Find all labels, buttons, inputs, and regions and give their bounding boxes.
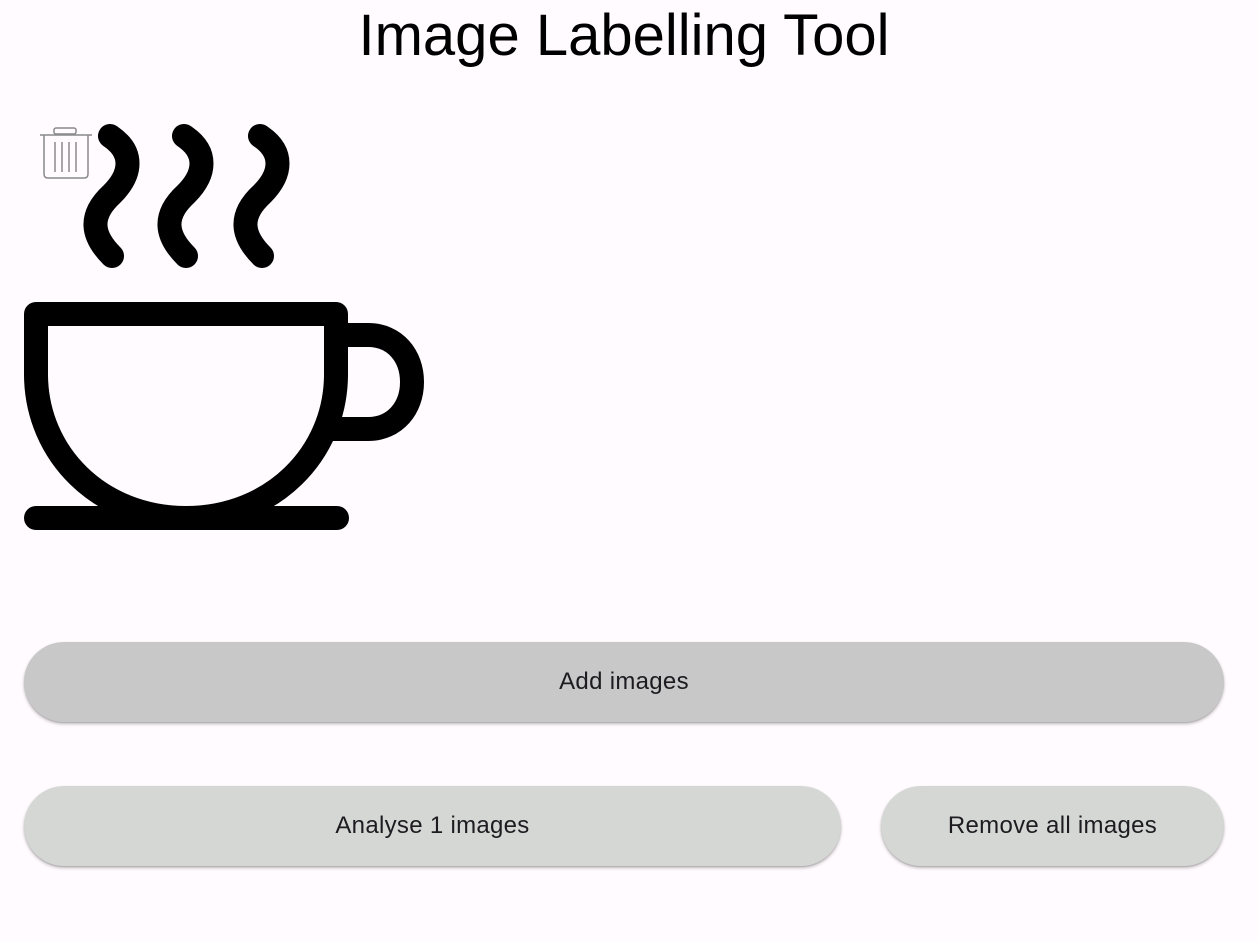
image-thumbnail[interactable] <box>22 124 426 534</box>
add-images-button[interactable]: Add images <box>24 642 1224 722</box>
analyse-images-button[interactable]: Analyse 1 images <box>24 786 841 866</box>
delete-image-button[interactable] <box>38 126 94 180</box>
remove-all-images-button[interactable]: Remove all images <box>881 786 1224 866</box>
page-title: Image Labelling Tool <box>358 3 890 68</box>
coffee-cup-icon <box>24 124 424 530</box>
trash-icon <box>40 127 92 179</box>
